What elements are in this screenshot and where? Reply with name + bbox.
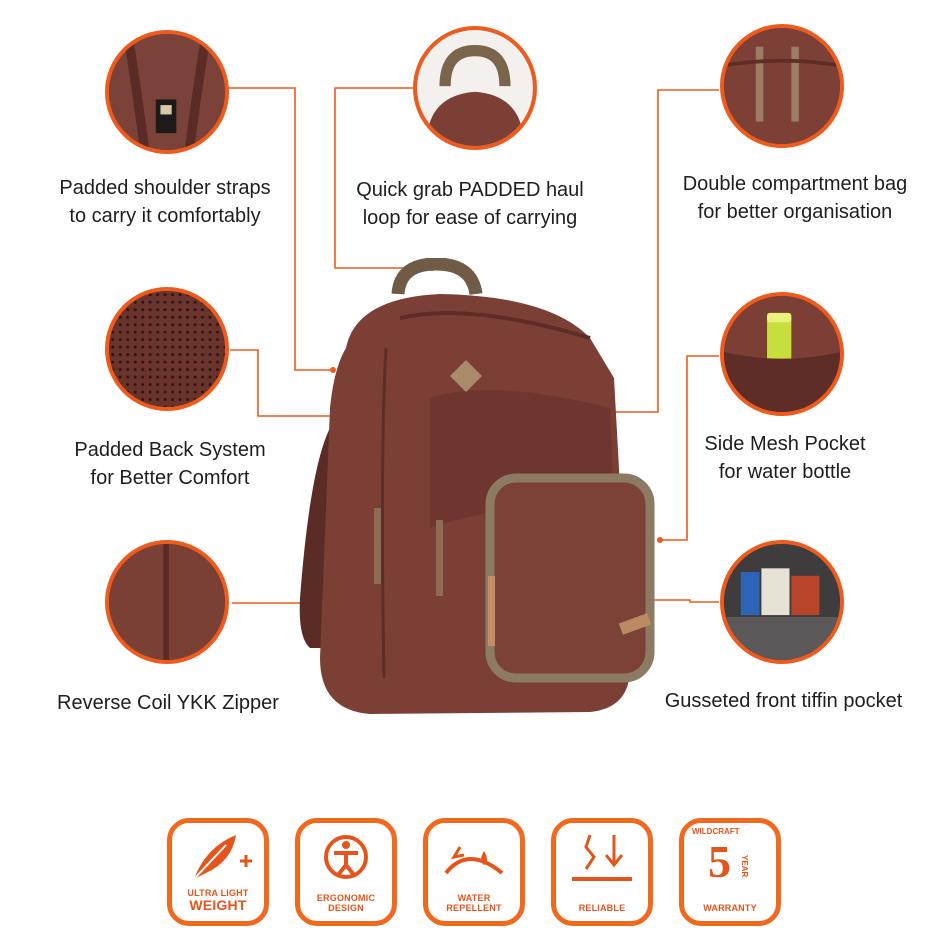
caption-padded-back: Padded Back System for Better Comfort [45, 436, 295, 492]
caption-haul-loop: Quick grab PADDED haul loop for ease of … [335, 176, 605, 232]
caption-line: for better organisation [697, 201, 893, 223]
ergonomic-person-icon [324, 835, 368, 879]
caption-double-compartment: Double compartment bag for better organi… [660, 170, 930, 226]
badge-line2: REPELLENT [446, 903, 502, 913]
badge-ultralight: ULTRA LIGHT WEIGHT [167, 818, 269, 926]
warranty-brand: WILDCRAFT [692, 827, 740, 836]
caption-ykk-zipper: Reverse Coil YKK Zipper [28, 689, 308, 717]
front-pocket-closeup [720, 540, 844, 664]
badge-line2: DESIGN [328, 903, 364, 913]
shoulder-strap-closeup [105, 30, 229, 154]
water-drop-icon [444, 846, 504, 875]
badge-label: ERGONOMIC DESIGN [300, 893, 392, 913]
backpack-image [299, 258, 655, 714]
caption-line: Quick grab PADDED haul [356, 179, 584, 201]
caption-shoulder-straps: Padded shoulder straps to carry it comfo… [40, 174, 290, 230]
badge-line1: ULTRA LIGHT [187, 888, 249, 898]
badge-water-repellent: WATER REPELLENT [423, 818, 525, 926]
caption-line: Side Mesh Pocket [704, 433, 866, 455]
caption-line: Reverse Coil YKK Zipper [57, 692, 279, 714]
haul-loop-closeup [413, 26, 537, 150]
badge-line2: WEIGHT [189, 897, 247, 913]
bottle-pocket-icon [724, 296, 840, 412]
badge-label: WARRANTY [684, 903, 776, 913]
double-zipper-icon [724, 28, 840, 144]
caption-line: for water bottle [718, 461, 852, 483]
badge-line1: WATER [457, 893, 491, 903]
badge-label: WATER REPELLENT [428, 893, 520, 913]
caption-line: Padded Back System [74, 439, 266, 461]
badge-line1: WARRANTY [703, 903, 757, 913]
double-zipper-closeup [720, 24, 844, 148]
mesh-back-closeup [105, 287, 229, 411]
bottle-pocket-closeup [720, 292, 844, 416]
reliable-arrow-icon [572, 834, 632, 881]
caption-line: Double compartment bag [682, 173, 908, 195]
badge-label: RELIABLE [556, 903, 648, 913]
caption-line: to carry it comfortably [69, 205, 261, 227]
badge-ergonomic: ERGONOMIC DESIGN [295, 818, 397, 926]
badge-warranty: WILDCRAFT 5 YEAR WARRANTY [679, 818, 781, 926]
badge-label: ULTRA LIGHT WEIGHT [172, 888, 264, 913]
caption-line: Gusseted front tiffin pocket [664, 690, 903, 712]
mesh-back-icon [109, 291, 225, 407]
warranty-year-number: 5 [708, 836, 731, 887]
warranty-year-word: YEAR [740, 855, 749, 878]
haul-loop-icon [417, 30, 533, 146]
caption-line: for Better Comfort [90, 467, 250, 489]
caption-line: Padded shoulder straps [59, 177, 271, 199]
badge-reliable: RELIABLE [551, 818, 653, 926]
caption-line: loop for ease of carrying [362, 207, 578, 229]
zipper-closeup [105, 540, 229, 664]
caption-tiffin-pocket: Gusseted front tiffin pocket [636, 687, 931, 715]
shoulder-strap-icon [109, 34, 225, 150]
badge-line1: ERGONOMIC [316, 893, 376, 903]
front-pocket-icon [724, 544, 840, 660]
badge-line1: RELIABLE [578, 903, 626, 913]
caption-side-mesh: Side Mesh Pocket for water bottle [665, 430, 905, 486]
zipper-icon [109, 544, 225, 660]
feather-icon [193, 835, 252, 880]
